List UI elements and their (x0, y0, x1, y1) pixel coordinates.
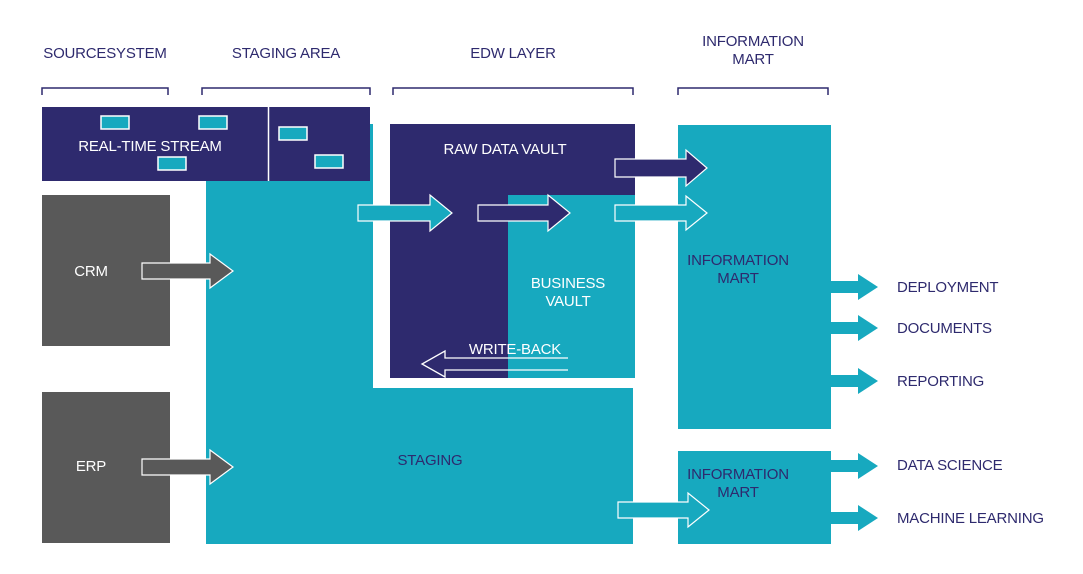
information-mart-header-line2: MART (732, 51, 774, 68)
stream-message-icon (100, 115, 130, 130)
sourcesystem-header: SOURCESYSTEM (43, 45, 167, 62)
stream-message-icon (198, 115, 228, 130)
business-vault-label-line2: VAULT (545, 293, 591, 310)
output-reporting: REPORTING (897, 373, 985, 390)
business-vault-block (508, 195, 635, 378)
stream-messages (100, 115, 344, 171)
raw-to-business-vault-arrow (477, 193, 571, 233)
information-mart-header: INFORMATION MART (678, 33, 828, 69)
output-machine-learning: MACHINE LEARNING (897, 510, 1044, 527)
stream-message-icon (278, 126, 308, 141)
reporting-arrow (823, 368, 878, 394)
raw-vault-to-mart-arrow (614, 148, 708, 188)
staging-bracket (201, 87, 371, 95)
information-mart-bottom-label: INFORMATION MART (678, 466, 798, 502)
crm-to-staging-arrow (141, 252, 235, 290)
business-vault-label: BUSINESS VAULT (508, 275, 628, 311)
stream-message-icon (157, 156, 187, 171)
erp-label: ERP (75, 458, 107, 475)
staging-area-header: STAGING AREA (231, 45, 341, 62)
information-mart-bottom-line1: INFORMATION (687, 466, 789, 483)
write-back-arrow (420, 349, 568, 379)
output-arrows (823, 274, 878, 531)
information-mart-bottom-line2: MART (717, 484, 759, 501)
business-vault-to-mart-arrow (614, 194, 708, 232)
staging-label: STAGING (397, 452, 463, 469)
staging-to-raw-vault-arrow (357, 193, 453, 233)
information-mart-header-line1: INFORMATION (702, 33, 804, 50)
raw-data-vault-label: RAW DATA VAULT (443, 141, 567, 158)
information-mart-top-line2: MART (717, 270, 759, 287)
deployment-arrow (823, 274, 878, 300)
real-time-stream-block (42, 107, 268, 181)
output-data-science: DATA SCIENCE (897, 457, 1003, 474)
flow-arrows (141, 148, 710, 529)
information-mart-bottom-block (678, 451, 831, 544)
edw-layer-header: EDW LAYER (470, 45, 556, 62)
crm-label: CRM (74, 263, 108, 280)
header-brackets (41, 87, 829, 95)
data-science-arrow (823, 453, 878, 479)
edw-bracket (392, 87, 634, 95)
information-mart-top-label: INFORMATION MART (678, 252, 798, 288)
information-mart-top-line1: INFORMATION (687, 252, 789, 269)
machine-learning-arrow (823, 505, 878, 531)
staging-area-block (206, 124, 633, 544)
business-vault-label-line1: BUSINESS (530, 275, 606, 292)
output-deployment: DEPLOYMENT (897, 279, 999, 296)
mart-bracket (677, 87, 829, 95)
write-back-label: WRITE-BACK (468, 341, 562, 358)
output-documents: DOCUMENTS (897, 320, 992, 337)
source-bracket (41, 87, 169, 95)
stream-staging-block (269, 107, 370, 181)
stream-message-icon (314, 154, 344, 169)
staging-to-mart-arrow (617, 491, 710, 529)
documents-arrow (823, 315, 878, 341)
erp-to-staging-arrow (141, 448, 235, 486)
real-time-stream-label: REAL-TIME STREAM (78, 138, 222, 155)
information-mart-top-block (678, 125, 831, 429)
